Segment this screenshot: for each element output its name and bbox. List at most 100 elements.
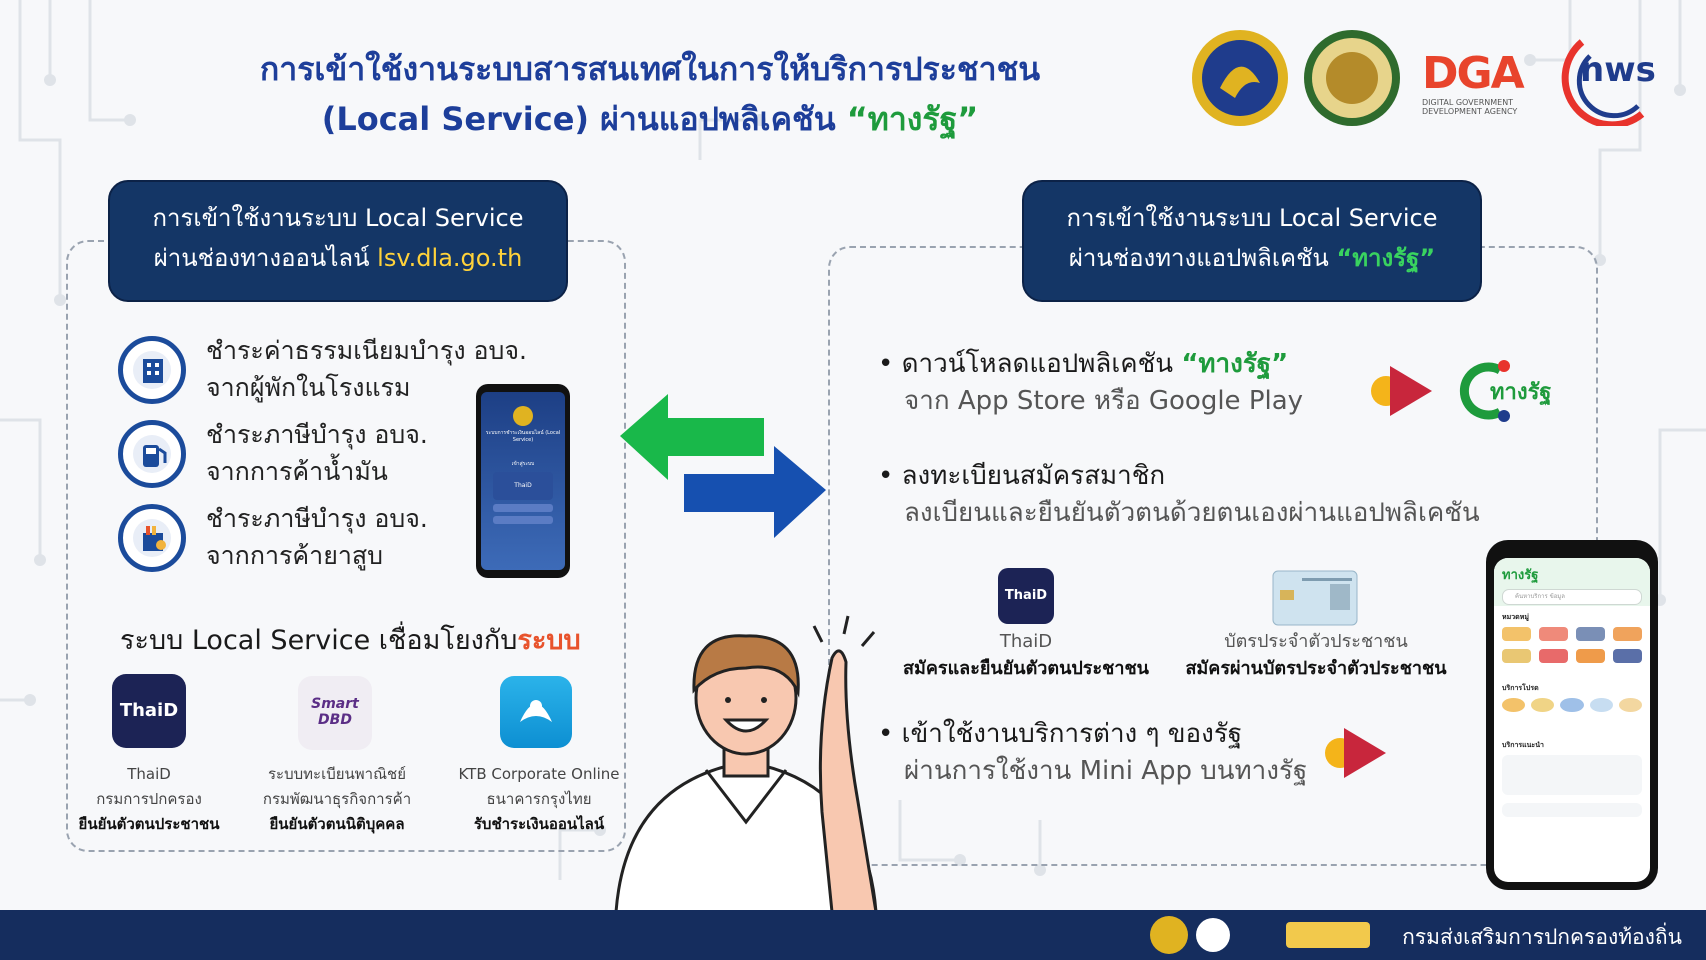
lsv-phone-seal-icon [513,406,533,426]
system-thaid: ThaiD กรมการปกครอง ยืนยันตัวตนประชาชน [66,762,232,837]
id-card-icon [1272,570,1358,626]
dga-logo-text: DGA [1422,48,1525,99]
recommended-card[interactable] [1502,755,1642,795]
footer-bar: กรมส่งเสริมการปกครองท้องถิ่น [0,910,1706,960]
category-tile[interactable] [1613,627,1642,641]
category-tile[interactable] [1539,627,1568,641]
bullet-register: • ลงทะเบียนสมัครสมาชิก ลงเบียนและยืนยันต… [878,458,1498,532]
category-tile[interactable] [1539,649,1568,663]
category-tile[interactable] [1576,627,1605,641]
tangrat-phone-mockup: ทางรัฐ ค้นหาบริการ ข้อมูล หมวดหมู่ บริกา… [1486,540,1658,890]
system-dbd-org: กรมพัฒนาธุรกิจการค้า [262,790,412,808]
thaid-register-icon-text: ThaiD [1004,588,1048,603]
system-ktb: KTB Corporate Online ธนาคารกรุงไทย รับชำ… [456,762,622,837]
system-ktb-name: KTB Corporate Online [458,765,620,783]
footer-agency-name: กรมส่งเสริมการปกครองท้องถิ่น [1402,925,1682,949]
favorite-tile[interactable] [1531,698,1555,712]
tangrat-phone-section-favorites: บริการโปรด [1502,684,1539,692]
lsv-phone-option-bar[interactable] [493,504,553,512]
service-hotel-line1: ชำระค่าธรรมเนียมบำรุง อบจ. [206,336,527,365]
footer-campaign-logo [1286,922,1370,948]
bullet-services-text: เข้าใช้งานบริการต่าง ๆ ของรัฐ [901,719,1243,749]
exchange-arrows-icon [620,394,826,538]
favorite-tile[interactable] [1560,698,1584,712]
footer-partner-logo [1196,918,1230,952]
tangrat-phone-search-input[interactable]: ค้นหาบริการ ข้อมูล [1502,589,1642,605]
lsv-phone-mockup: ระบบการชำระเงินออนไลน์ (Local Service) เ… [476,384,570,578]
bullet-download-sub: จาก App Store หรือ Google Play [904,386,1304,416]
favorite-tile[interactable] [1618,698,1642,712]
linked-systems-highlight: ระบบ [517,625,581,656]
bullet-services-main: • เข้าใช้งานบริการต่าง ๆ ของรัฐ [878,719,1243,749]
service-tobacco-line1: ชำระภาษีบำรุง อบจ. [206,504,428,533]
system-dbd-desc: ยืนยันตัวตนนิติบุคคล [269,815,405,833]
play-arrow-icon [1325,728,1386,778]
dga-logo-sub1: DIGITAL GOVERNMENT [1422,98,1514,107]
service-tobacco-line2: จากการค้ายาสูบ [206,541,384,570]
register-thaid: ThaiD สมัครและยืนยันตัวตนประชาชน [890,628,1162,682]
category-tile[interactable] [1502,627,1531,641]
nws-logo-text: nws [1580,50,1656,90]
thaid-app-icon-text: ThaiD [119,700,179,721]
lsv-phone-screen: ระบบการชำระเงินออนไลน์ (Local Service) เ… [481,392,565,570]
category-tile[interactable] [1502,649,1531,663]
lsv-phone-login-label: เข้าสู่ระบบ [511,461,535,467]
man-pointing-illustration [614,615,878,912]
smart-dbd-icon: Smart DBD [298,676,372,750]
category-tile[interactable] [1576,649,1605,663]
system-thaid-org: กรมการปกครอง [96,790,202,808]
tangrat-phone-section-recommended: บริการแนะนำ [1502,741,1544,749]
register-id-card: บัตรประจำตัวประชาชน สมัครผ่านบัตรประจำตั… [1176,628,1456,682]
dla-seal-logo [1304,30,1400,126]
dga-logo-sub2: DEVELOPMENT AGENCY [1422,107,1518,116]
service-fuel-line1: ชำระภาษีบำรุง อบจ. [206,420,428,449]
hotel-icon [118,336,186,404]
service-hotel-line2: จากผู้พักในโรงแรม [206,373,411,402]
dga-logo: DGA DIGITAL GOVERNMENT DEVELOPMENT AGENC… [1422,48,1532,117]
lsv-phone-option-bar[interactable] [493,516,553,524]
system-ktb-org: ธนาคารกรุงไทย [486,790,592,808]
nws-logo-arc [1561,39,1645,126]
tobacco-icon [118,504,186,572]
tangrat-app-logo: ทางรัฐ [1454,356,1554,426]
linked-systems-prefix: ระบบ Local Service เชื่อมโยงกับ [120,625,518,656]
thaid-app-icon: ThaiD [112,674,186,748]
lsv-phone-thaid-button[interactable]: ThaiD [493,472,553,500]
system-dbd-name: ระบบทะเบียนพาณิชย์ [268,765,406,783]
bullet-register-sub: ลงเบียนและยืนยันตัวตนด้วยตนเองผ่านแอปพลิ… [904,498,1480,528]
ktb-bird-icon [500,676,572,748]
tangrat-phone-screen: ทางรัฐ ค้นหาบริการ ข้อมูล หมวดหมู่ บริกา… [1494,558,1650,882]
bullet-services: • เข้าใช้งานบริการต่าง ๆ ของรัฐ ผ่านการใ… [878,716,1398,790]
app-channel-header: การเข้าใช้งานระบบ Local Service ผ่านช่อง… [1022,180,1482,302]
title-line-1: การเข้าใช้งานระบบสารสนเทศในการให้บริการป… [259,50,1041,88]
page-title: การเข้าใช้งานระบบสารสนเทศในการให้บริการป… [150,44,1150,144]
lsv-phone-caption: ระบบการชำระเงินออนไลน์ (Local Service) [485,430,561,443]
thaid-register-icon: ThaiD [998,568,1054,624]
recommended-card[interactable] [1502,803,1642,817]
system-ktb-desc: รับชำระเงินออนไลน์ [473,815,605,833]
register-id-card-name: บัตรประจำตัวประชาชน [1224,631,1408,652]
app-header-line2: ผ่านช่องทางแอปพลิเคชัน “ทางรัฐ” [1024,238,1480,278]
favorite-tile[interactable] [1589,698,1613,712]
register-id-card-desc: สมัครผ่านบัตรประจำตัวประชาชน [1185,658,1447,679]
online-url-link[interactable]: lsv.dla.go.th [377,244,523,272]
title-app-name: “ทางรัฐ” [846,100,979,138]
online-header-line2: ผ่านช่องทางออนไลน์ lsv.dla.go.th [110,238,566,278]
tangrat-phone-title: ทางรัฐ [1502,568,1539,583]
category-tile[interactable] [1613,649,1642,663]
bullet-register-text: ลงทะเบียนสมัครสมาชิก [901,461,1166,491]
tangrat-phone-favorite-grid [1494,696,1650,714]
system-thaid-name: ThaiD [127,765,171,783]
footer-seal-logo [1150,916,1188,954]
register-thaid-desc: สมัครและยืนยันตัวตนประชาชน [903,658,1149,679]
bullet-download: • ดาวน์โหลดแอปพลิเคชัน “ทางรัฐ” จาก App … [878,346,1398,420]
system-dbd: ระบบทะเบียนพาณิชย์ กรมพัฒนาธุรกิจการค้า … [248,762,426,837]
favorite-tile[interactable] [1502,698,1526,712]
smart-dbd-icon-text: Smart DBD [311,696,359,728]
bullet-download-text: ดาวน์โหลดแอปพลิเคชัน [901,349,1174,379]
online-header-prefix: ผ่านช่องทางออนไลน์ [153,244,370,272]
online-channel-header: การเข้าใช้งานระบบ Local Service ผ่านช่อง… [108,180,568,302]
partner-logos: DGA DIGITAL GOVERNMENT DEVELOPMENT AGENC… [1190,28,1660,138]
tangrat-logo-mark [1459,360,1510,422]
title-line-2-prefix: (Local Service) ผ่านแอปพลิเคชัน [321,100,836,138]
